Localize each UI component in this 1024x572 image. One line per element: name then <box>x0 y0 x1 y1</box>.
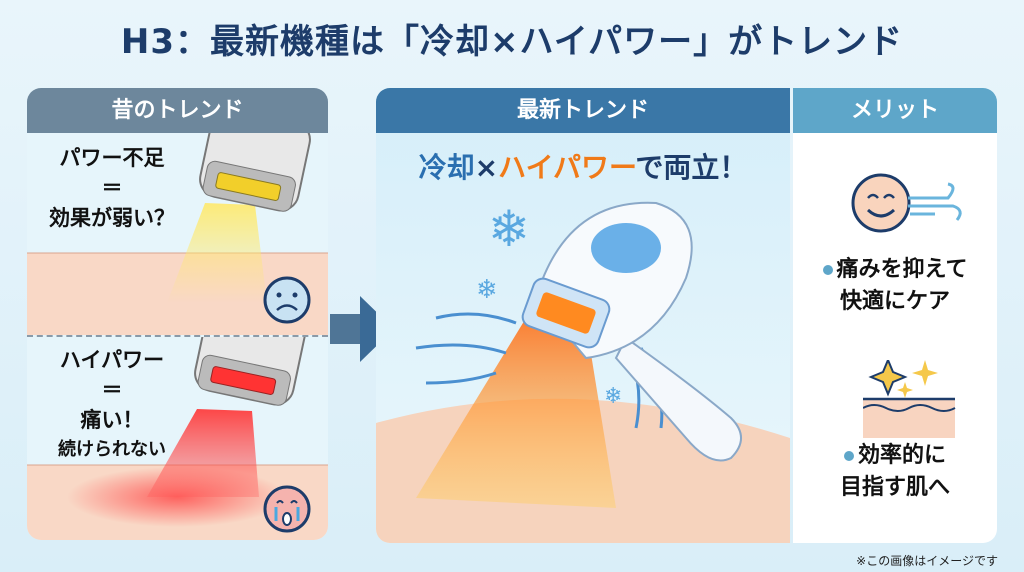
new-trend-panel: 最新トレンド 冷却×ハイパワーで両立！ ❄ ❄ ❄ <box>376 88 790 543</box>
old-trend-panel: 昔のトレンド パワー不足 ＝ 効果が弱い？ <box>27 88 328 540</box>
headline-rest: で両立！ <box>635 151 748 184</box>
scene1-line1: パワー不足 <box>59 146 165 170</box>
new-trend-header: 最新トレンド <box>376 88 790 133</box>
svg-text:❄: ❄ <box>488 200 530 258</box>
device-head-icon <box>199 107 311 212</box>
old-trend-header: 昔のトレンド <box>27 88 328 133</box>
scene2-line4: 続けられない <box>58 439 166 460</box>
device-head-icon <box>194 301 306 406</box>
svg-text:❄: ❄ <box>604 384 622 409</box>
sparkling-skin-icon <box>863 360 956 438</box>
merit-1-line1: 痛みを抑えて <box>836 257 968 282</box>
scene2-line1: ハイパワー <box>59 348 165 372</box>
sad-face-icon <box>263 276 311 324</box>
snowflake-icon: ❄ ❄ ❄ <box>476 200 622 409</box>
high-power-scene: ハイパワー ＝ 痛い！ 続けられない <box>27 301 328 540</box>
low-power-illustration <box>27 107 328 335</box>
cooling-device-illustration: ❄ ❄ ❄ <box>376 200 790 543</box>
merit-item-2: 効率的に 目指す肌へ <box>793 440 997 504</box>
merits-header: メリット <box>793 88 997 133</box>
divider <box>27 335 328 337</box>
weak-light-beam <box>167 203 267 303</box>
svg-text:❄: ❄ <box>476 275 498 305</box>
merits-panel: メリット 痛みを抑えて 快適にケア 効率的に 目指す肌へ <box>793 88 997 543</box>
low-power-scene: パワー不足 ＝ 効果が弱い？ <box>27 107 328 335</box>
crying-face-icon <box>263 485 311 533</box>
scene1-line2: ＝ <box>101 176 123 200</box>
merit-item-1: 痛みを抑えて 快適にケア <box>793 254 997 318</box>
merit-2-line1: 効率的に <box>857 443 946 468</box>
scene2-line3: 痛い！ <box>80 408 144 432</box>
headline-cool: 冷却 <box>418 151 475 184</box>
bullet-icon <box>843 451 854 461</box>
strong-light-beam <box>147 409 259 497</box>
bullet-icon <box>822 265 833 275</box>
headline-x: × <box>474 151 499 184</box>
scene1-line3: 効果が弱い？ <box>49 206 175 230</box>
smiling-face-wind-icon <box>851 173 962 233</box>
scene2-line2: ＝ <box>101 378 123 402</box>
device-icon <box>521 201 742 462</box>
merit-1-line2: 快適にケア <box>839 289 950 314</box>
new-trend-headline: 冷却×ハイパワーで両立！ <box>376 146 790 186</box>
headline-power: ハイパワー <box>498 151 636 184</box>
footnote: ※この画像はイメージです <box>856 554 998 568</box>
page-title: H3：最新機種は「冷却×ハイパワー」がトレンド <box>120 22 904 62</box>
power-light-beam <box>416 318 616 508</box>
merit-2-line2: 目指す肌へ <box>839 475 950 500</box>
